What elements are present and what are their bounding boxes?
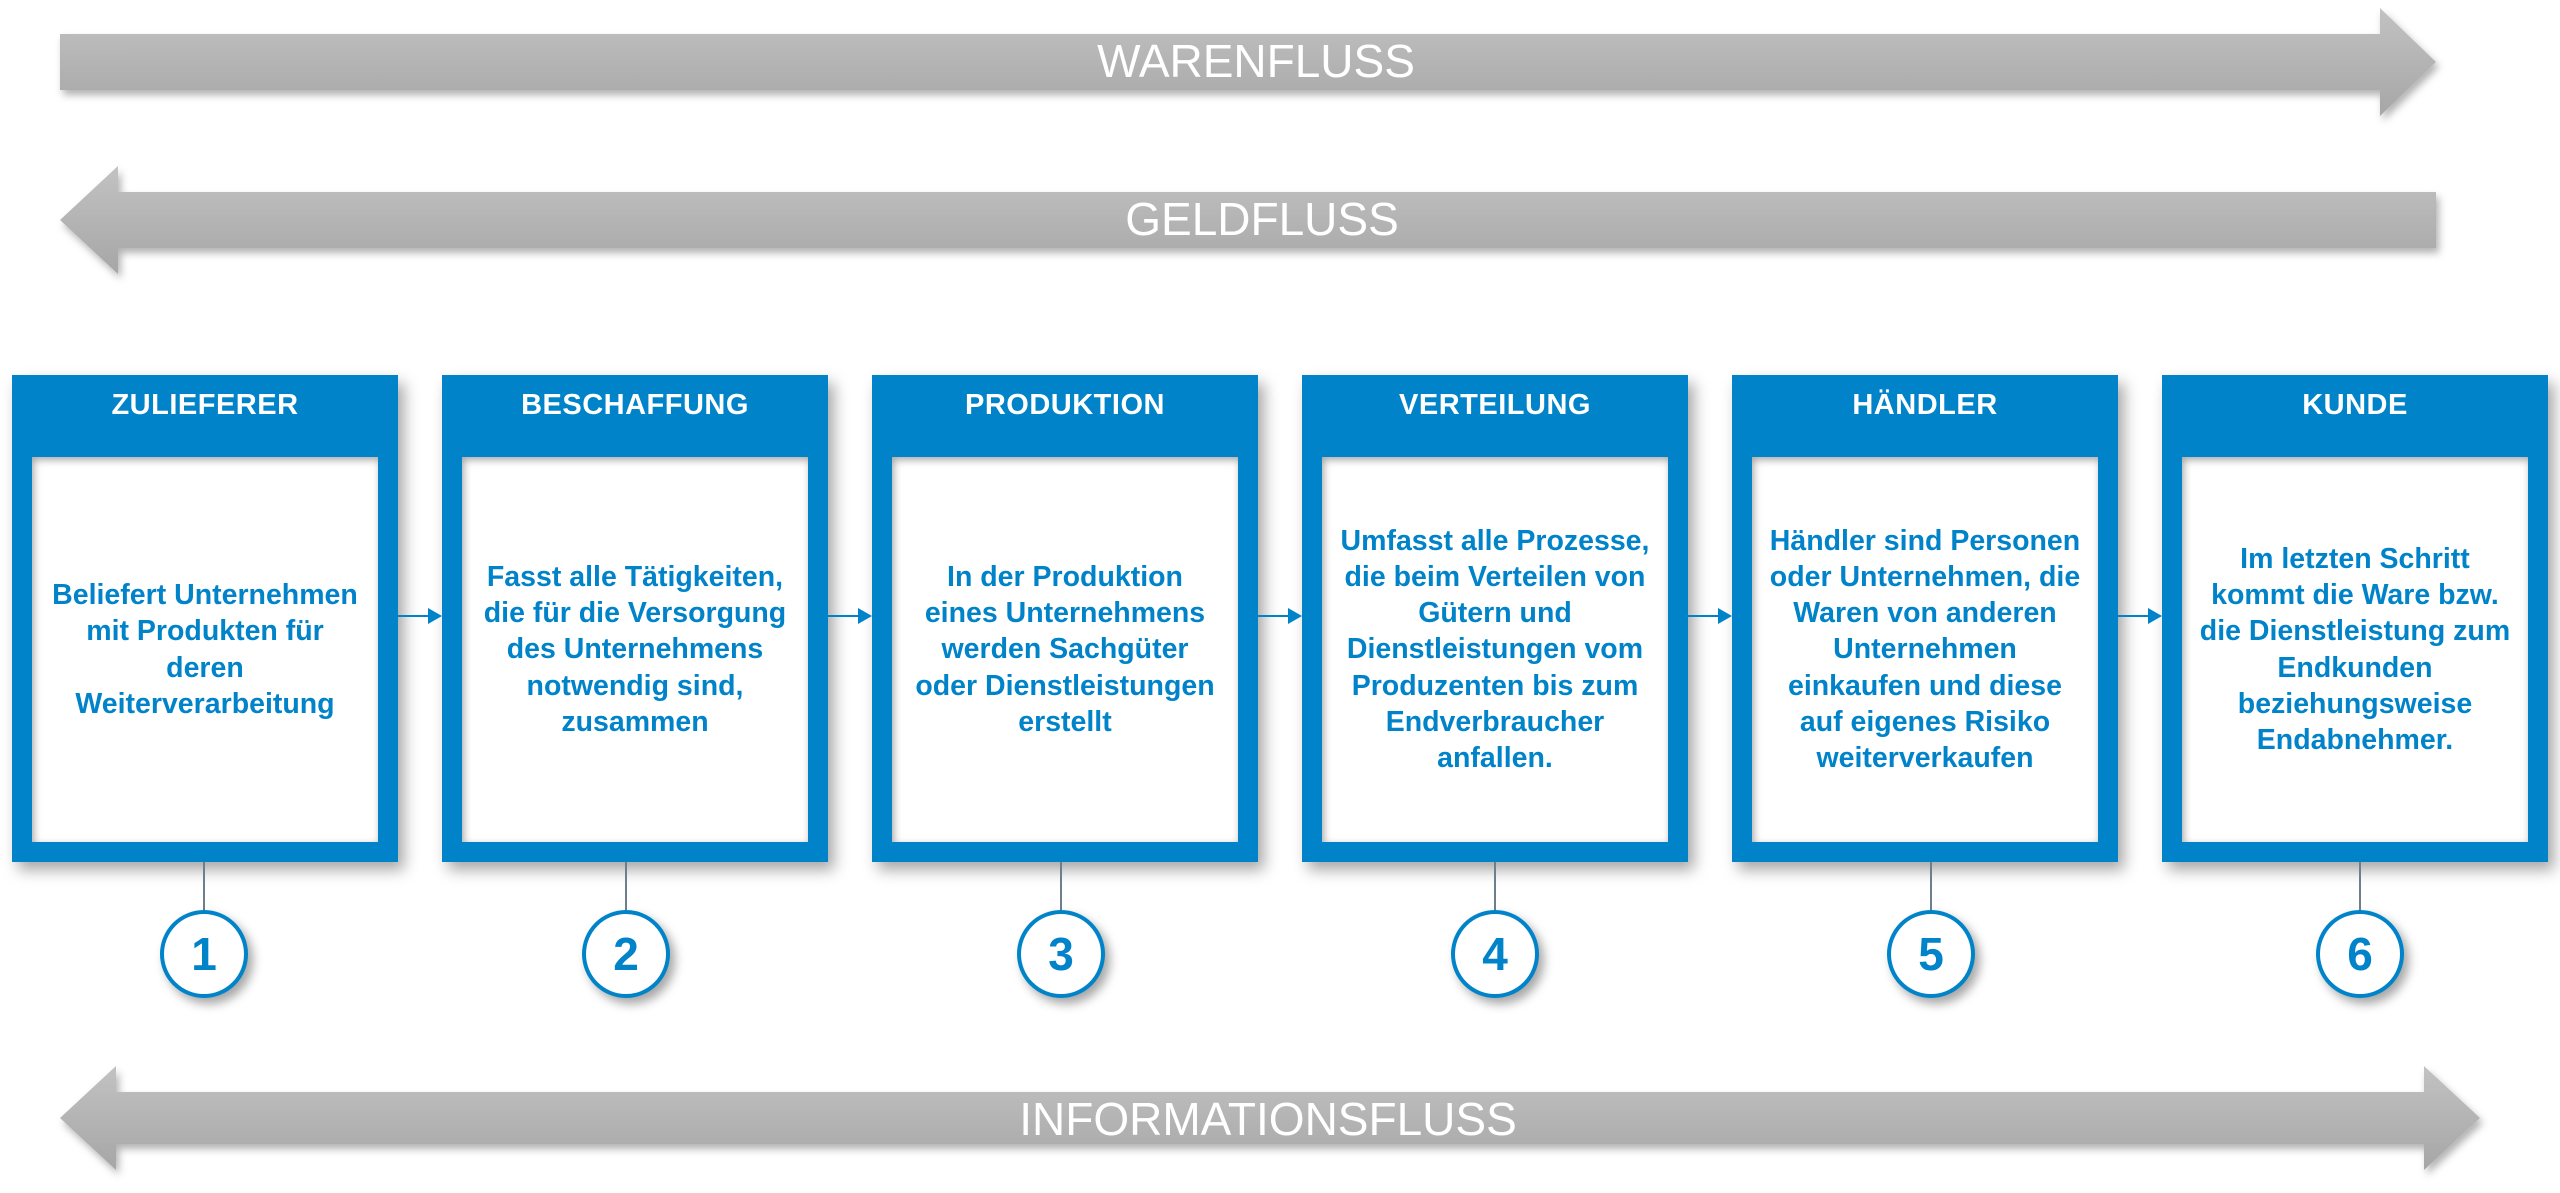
informationsfluss-label: INFORMATIONSFLUSS — [1019, 1093, 1517, 1145]
stage-description-box: Beliefert Unternehmen mit Produkten für … — [32, 457, 378, 842]
stage-produktion: PRODUKTION In der Produktion eines Unter… — [872, 375, 1258, 862]
stage-description: Händler sind Personen oder Unternehmen, … — [1769, 524, 2081, 774]
connector-arrow-4 — [1688, 608, 1732, 624]
step-number-badge: 6 — [2316, 910, 2404, 998]
stage-beschaffung: BESCHAFFUNG Fasst alle Tätigkeiten, die … — [442, 375, 828, 862]
geldfluss-label: GELDFLUSS — [1125, 193, 1399, 245]
stage-title: PRODUKTION — [965, 389, 1165, 421]
connector-arrow-5 — [2118, 608, 2162, 624]
step-number-badge: 4 — [1451, 910, 1539, 998]
stage-description-box: Fasst alle Tätigkeiten, die für die Vers… — [462, 457, 808, 842]
stage-title: HÄNDLER — [1852, 389, 1998, 421]
step-connector-line — [1930, 862, 1932, 912]
stage-zulieferer: ZULIEFERER Beliefert Unternehmen mit Pro… — [12, 375, 398, 862]
stage-haendler: HÄNDLER Händler sind Personen oder Unter… — [1732, 375, 2118, 862]
arrowhead-icon — [1718, 608, 1732, 624]
step-connector-line — [625, 862, 627, 912]
connector-arrow-1 — [398, 608, 442, 624]
step-connector-line — [203, 862, 205, 912]
stage-description-box: Im letzten Schritt kommt die Ware bzw. d… — [2182, 457, 2528, 842]
warenfluss-label: WARENFLUSS — [1097, 35, 1415, 87]
geldfluss-arrow — [60, 166, 2436, 274]
stage-description: Beliefert Unternehmen mit Produkten für … — [52, 579, 358, 720]
arrowhead-icon — [2148, 608, 2162, 624]
stage-description: In der Produktion eines Unternehmens wer… — [915, 561, 1215, 738]
stage-description: Umfasst alle Prozesse, die beim Verteile… — [1340, 524, 1650, 774]
stage-description: Im letzten Schritt kommt die Ware bzw. d… — [2199, 542, 2511, 756]
stage-title: BESCHAFFUNG — [521, 389, 749, 421]
stage-description-box: In der Produktion eines Unternehmens wer… — [892, 457, 1238, 842]
stage-verteilung: VERTEILUNG Umfasst alle Prozesse, die be… — [1302, 375, 1688, 862]
stage-title: KUNDE — [2302, 389, 2408, 421]
stage-title: ZULIEFERER — [111, 389, 299, 421]
step-number-badge: 5 — [1887, 910, 1975, 998]
step-number-badge: 2 — [582, 910, 670, 998]
arrowhead-icon — [1288, 608, 1302, 624]
arrowhead-icon — [428, 608, 442, 624]
stage-description-box: Umfasst alle Prozesse, die beim Verteile… — [1322, 457, 1668, 842]
connector-arrow-2 — [828, 608, 872, 624]
arrowhead-icon — [858, 608, 872, 624]
step-connector-line — [1494, 862, 1496, 912]
connector-arrow-3 — [1258, 608, 1302, 624]
step-number-badge: 1 — [160, 910, 248, 998]
stage-description-box: Händler sind Personen oder Unternehmen, … — [1752, 457, 2098, 842]
step-connector-line — [1060, 862, 1062, 912]
stage-title: VERTEILUNG — [1399, 389, 1591, 421]
informationsfluss-arrow — [60, 1066, 2480, 1170]
step-number-badge: 3 — [1017, 910, 1105, 998]
warenfluss-arrow — [60, 8, 2436, 116]
step-connector-line — [2359, 862, 2361, 912]
stage-kunde: KUNDE Im letzten Schritt kommt die Ware … — [2162, 375, 2548, 862]
stage-description: Fasst alle Tätigkeiten, die für die Vers… — [483, 561, 787, 738]
